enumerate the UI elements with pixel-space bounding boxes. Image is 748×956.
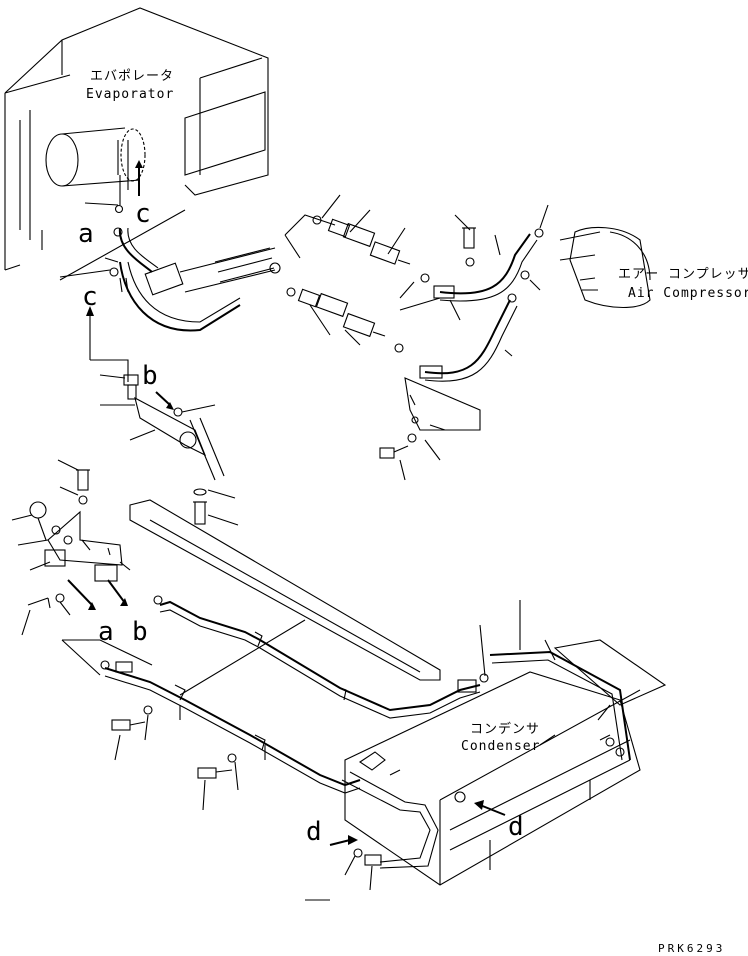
compressor-jp-label: エアー コンプレッサ (618, 267, 748, 282)
ref-d-left: d (306, 817, 322, 847)
ref-a-upper: a (78, 219, 94, 249)
ref-b-upper: b (142, 361, 158, 391)
air-compressor (559, 226, 651, 308)
ref-b-lower: b (132, 617, 148, 647)
condenser-pipes (61, 595, 521, 901)
evaporator-unit (4, 7, 269, 281)
left-bracket (11, 459, 131, 636)
condenser-en-label: Condenser (461, 739, 540, 754)
drawing-code: PRK6293 (658, 942, 725, 955)
evaporator-en-label: Evaporator (86, 87, 174, 102)
ref-c-upper: c (135, 199, 151, 229)
receiver-drier (86, 306, 239, 526)
evaporator-jp-label: エバポレータ (90, 69, 174, 84)
condenser-unit (344, 639, 667, 886)
long-plate (129, 499, 441, 681)
compressor-hoses (379, 204, 549, 481)
condenser-jp-label: コンデンサ (470, 721, 540, 737)
ref-a-lower: a (98, 617, 114, 647)
evaporator-hoses (109, 204, 281, 332)
ref-c-left: c (82, 282, 98, 312)
compressor-en-label: Air Compressor (628, 286, 748, 301)
leader-lines-evap (59, 202, 119, 278)
center-fittings (284, 194, 430, 353)
